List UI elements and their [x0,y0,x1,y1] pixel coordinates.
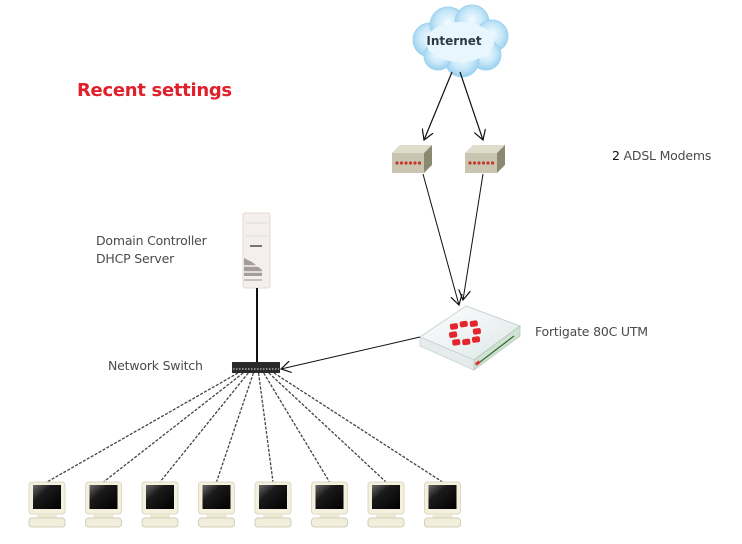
modems-label: 2 ADSL Modems [612,147,711,164]
server-label-line2: DHCP Server [96,251,175,266]
server-label-line1: Domain Controller [96,233,207,248]
firewall-label: Fortigate 80C UTM [535,324,648,339]
workstation-link [103,372,244,483]
internet-label: Internet [426,34,481,48]
workstations [28,481,461,528]
workstation-link [159,372,249,483]
workstation-link [273,372,443,483]
switch-label: Network Switch [108,358,203,373]
link-internet-modem-2 [459,71,483,140]
workstation-link [46,372,239,483]
link-firewall-switch [281,336,421,369]
server-tower-icon [242,212,271,289]
desktop-computer-icon [28,481,66,528]
adsl-modem-2-icon [465,145,505,173]
workstation-link [268,372,387,483]
desktop-computer-icon [424,481,461,528]
page-title: Recent settings [77,80,232,101]
internet-cloud-icon: Internet [412,4,509,78]
desktop-computer-icon [198,481,235,528]
workstation-links [46,372,443,483]
desktop-computer-icon [311,481,348,528]
link-internet-modem-1 [424,71,453,140]
network-switch-icon [232,362,280,373]
workstation-link [257,372,274,483]
adsl-modem-1-icon [392,145,432,173]
workstation-link [263,372,331,483]
modems-text: ADSL Modems [623,148,712,163]
workstation-link [215,372,255,483]
fortigate-firewall-icon [418,305,522,371]
link-modem-1-firewall [422,173,459,305]
desktop-computer-icon [254,481,292,528]
desktop-computer-icon [85,481,122,528]
modems-count: 2 [612,148,620,163]
link-modem-2-firewall [463,173,484,300]
desktop-computer-icon [367,481,405,528]
desktop-computer-icon [141,481,179,528]
